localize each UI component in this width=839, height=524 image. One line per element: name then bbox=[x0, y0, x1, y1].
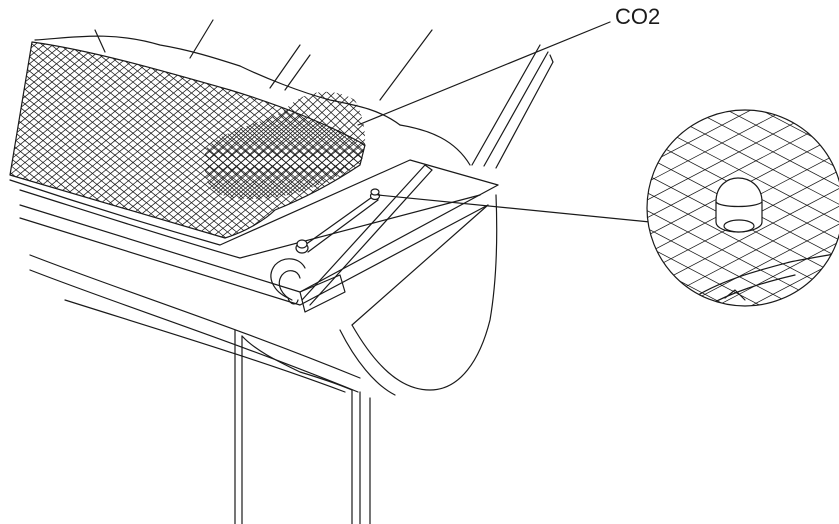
downpipe bbox=[234, 329, 371, 524]
callout-label-co2: CO2 bbox=[615, 4, 661, 29]
rivet-pin-left bbox=[295, 239, 309, 254]
magnified-rivet bbox=[715, 177, 763, 233]
rivet-pin-right bbox=[369, 188, 381, 201]
callout-leader bbox=[357, 21, 651, 223]
gutter-hook-clip bbox=[270, 258, 306, 305]
guard-frame bbox=[299, 164, 433, 313]
roof-shingles bbox=[34, 19, 554, 169]
mesh-screen-outline bbox=[9, 41, 366, 239]
magnifier-detail bbox=[646, 109, 839, 307]
gutter-body bbox=[9, 159, 499, 396]
